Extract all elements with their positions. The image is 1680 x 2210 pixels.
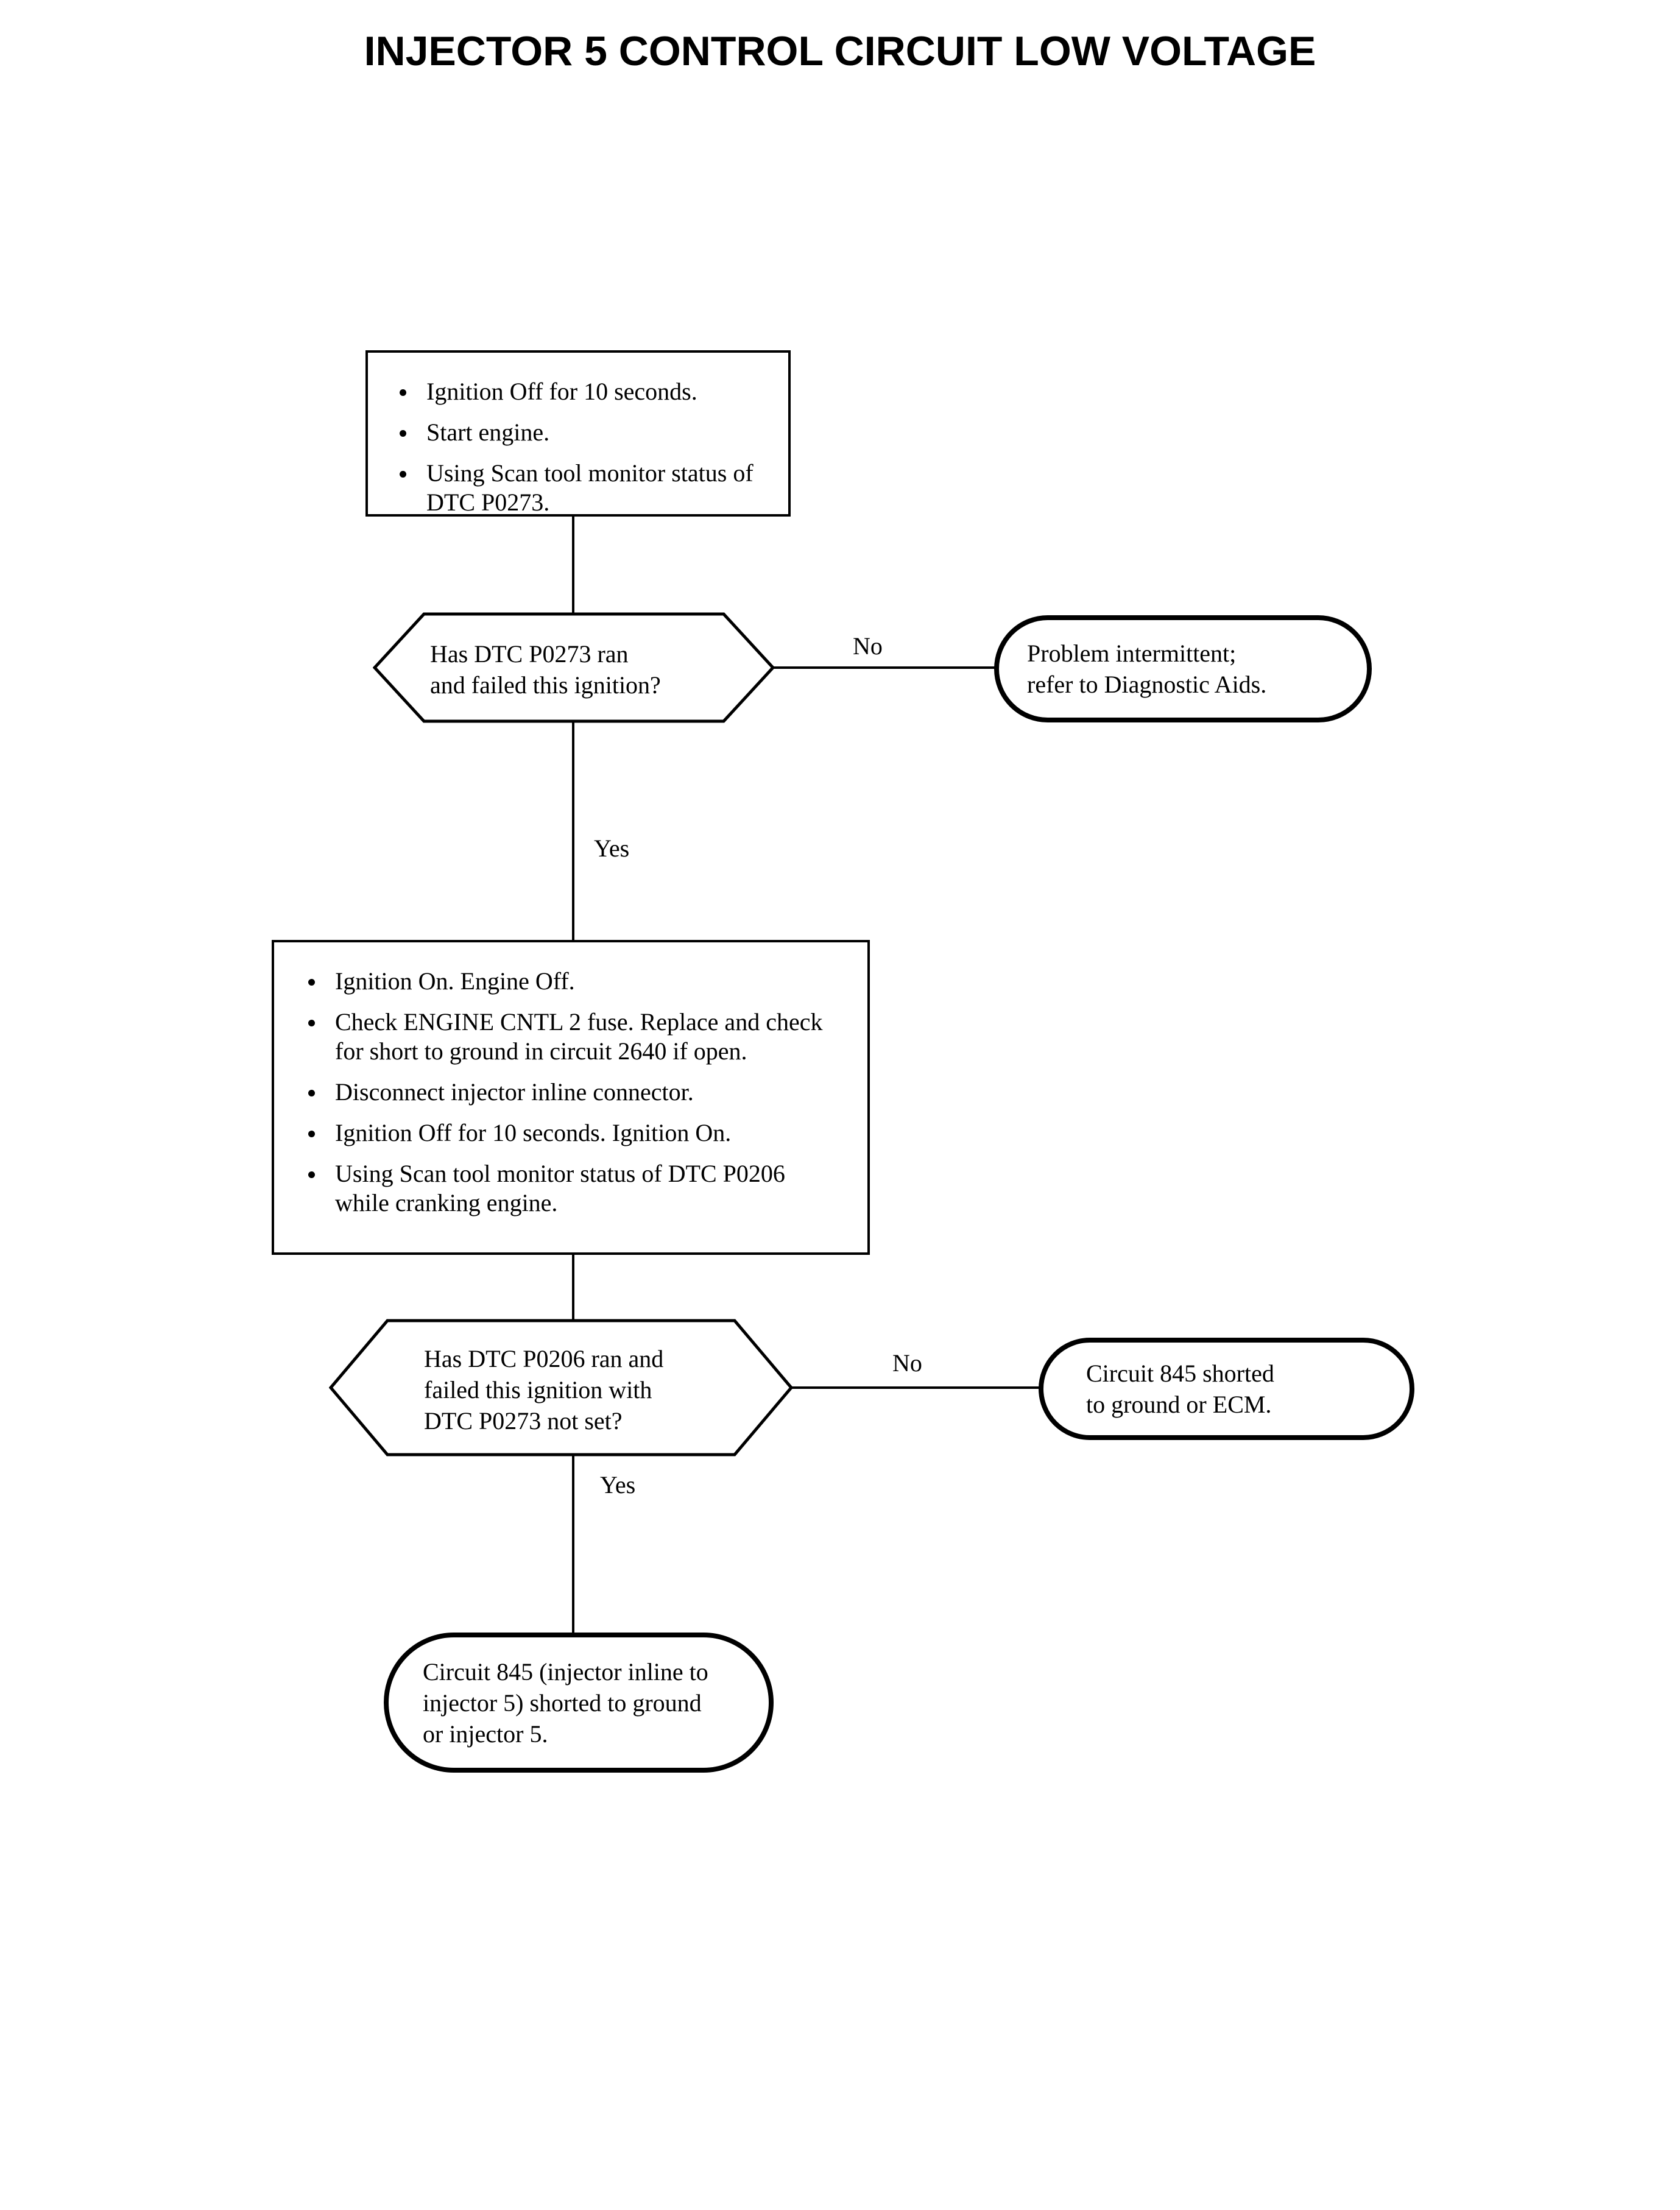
result-3-line-3: or injector 5.	[423, 1720, 548, 1748]
list-item: Ignition Off for 10 seconds.	[389, 377, 771, 406]
hexagon-outline	[373, 612, 775, 723]
list-item: Using Scan tool monitor status of DTC P0…	[389, 459, 771, 517]
result-1-line-2: refer to Diagnostic Aids.	[1027, 671, 1267, 698]
terminal-result-1: Problem intermittent; refer to Diagnosti…	[994, 615, 1372, 722]
terminal-result-3: Circuit 845 (injector inline to injector…	[384, 1633, 774, 1773]
result-2-line-1: Circuit 845 shorted	[1086, 1360, 1274, 1387]
decision-hexagon-1: Has DTC P0273 ran and failed this igniti…	[373, 612, 775, 723]
step1-bullet-list: Ignition Off for 10 seconds. Start engin…	[389, 377, 771, 517]
list-item: Check ENGINE CNTL 2 fuse. Replace and ch…	[297, 1008, 843, 1066]
page-title: INJECTOR 5 CONTROL CIRCUIT LOW VOLTAGE	[364, 28, 1316, 74]
terminal-result-2: Circuit 845 shorted to ground or ECM.	[1039, 1338, 1414, 1440]
list-item: Ignition On. Engine Off.	[297, 967, 843, 996]
decision-2-text: Has DTC P0206 ran and failed this igniti…	[424, 1343, 729, 1436]
decision-1-text: Has DTC P0273 ran and failed this igniti…	[430, 638, 722, 701]
result-1-text: Problem intermittent; refer to Diagnosti…	[1027, 638, 1266, 700]
result-3-text: Circuit 845 (injector inline to injector…	[423, 1656, 708, 1749]
result-2-line-2: to ground or ECM.	[1086, 1391, 1272, 1418]
result-2-text: Circuit 845 shorted to ground or ECM.	[1086, 1358, 1274, 1420]
edge-label-decision1-no: No	[853, 632, 883, 660]
edge-label-decision2-yes: Yes	[600, 1471, 636, 1499]
list-item: Using Scan tool monitor status of DTC P0…	[297, 1159, 843, 1218]
step2-bullet-list: Ignition On. Engine Off. Check ENGINE CN…	[297, 967, 843, 1218]
result-1-line-1: Problem intermittent;	[1027, 640, 1237, 667]
decision-2-line-3: DTC P0273 not set?	[424, 1407, 623, 1435]
decision-2-line-1: Has DTC P0206 ran and	[424, 1345, 664, 1372]
decision-hexagon-2: Has DTC P0206 ran and failed this igniti…	[329, 1319, 793, 1456]
decision-1-line-2: and failed this ignition?	[430, 671, 661, 699]
decision-1-line-1: Has DTC P0273 ran	[430, 640, 629, 668]
edge-label-decision2-no: No	[892, 1349, 922, 1377]
list-item: Ignition Off for 10 seconds. Ignition On…	[297, 1118, 843, 1148]
edge-label-decision1-yes: Yes	[594, 835, 630, 862]
list-item: Start engine.	[389, 418, 771, 447]
decision-2-line-2: failed this ignition with	[424, 1376, 652, 1403]
hexagon-outline	[329, 1319, 793, 1456]
process-box-step2: Ignition On. Engine Off. Check ENGINE CN…	[272, 940, 870, 1255]
result-3-line-2: injector 5) shorted to ground	[423, 1689, 702, 1717]
result-3-line-1: Circuit 845 (injector inline to	[423, 1658, 708, 1686]
list-item: Disconnect injector inline connector.	[297, 1078, 843, 1107]
process-box-step1: Ignition Off for 10 seconds. Start engin…	[365, 350, 791, 517]
